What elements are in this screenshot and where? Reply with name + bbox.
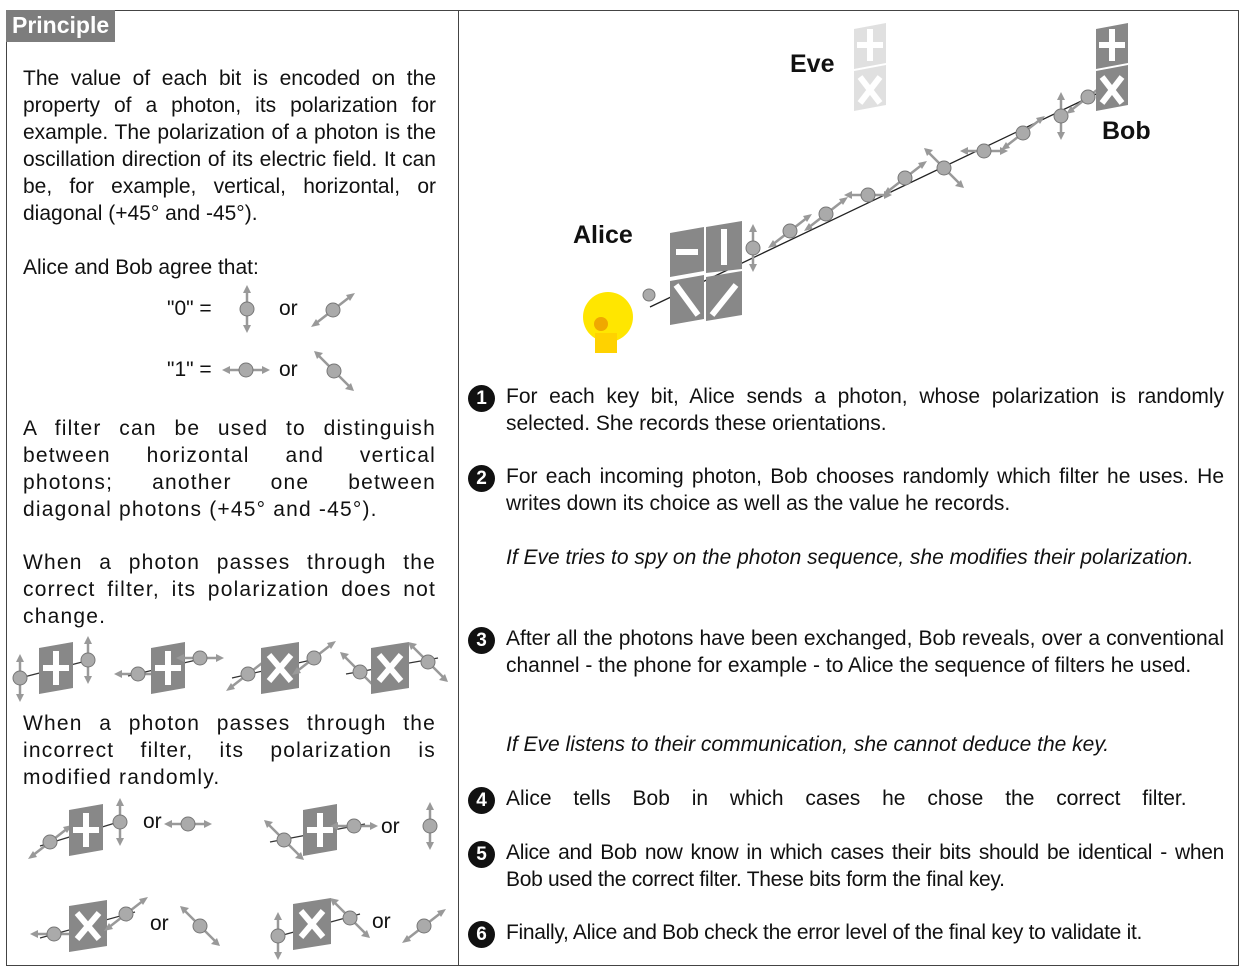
correct-example-vertical [11,634,97,704]
agree-text: Alice and Bob agree that: [23,256,259,279]
intro-text: The value of each bit is encoded on the … [23,67,436,225]
step-text-4: Alice tells Bob in which cases he chose … [506,787,1187,810]
correct-text: When a photon passes through the correct… [23,551,436,628]
eve-listen-note: If Eve listens to their communication, s… [468,731,1224,758]
or-label-1: or [279,297,298,320]
or-label-5: or [150,912,169,935]
step-number-3: 3 [468,627,495,654]
step-text-5: Alice and Bob now know in which cases th… [506,841,1224,891]
step-text-3: After all the photons have been exchange… [506,627,1224,677]
step-number-5: 5 [468,841,495,868]
incorrect-text: When a photon passes through the incorre… [23,712,436,789]
correct-example-diagonal [224,641,338,694]
step-1: 1 For each key bit, Alice sends a photon… [468,383,1224,437]
or-label-4: or [381,815,400,838]
step-number-2: 2 [468,465,495,492]
alice-label: Alice [573,221,633,249]
filter-text: A filter can be used to distinguish betw… [23,417,436,521]
zero-label: "0" = [167,297,212,320]
bob-filters-icon [1096,23,1128,111]
or-label-6: or [372,910,391,933]
bob-label: Bob [1102,117,1151,145]
horizontal-photon-icon [220,361,272,379]
diagonal-photon-icon [309,291,357,329]
section-title: Principle [6,10,116,42]
step-number-6: 6 [468,921,495,948]
eve-spy-note: If Eve tries to spy on the photon sequen… [468,544,1224,571]
correct-example-horizontal [112,642,226,694]
light-source-icon [583,288,656,353]
step-4: 4 Alice tells Bob in which cases he chos… [468,785,1224,814]
step-text-1: For each key bit, Alice sends a photon, … [506,385,1224,435]
or-label-3: or [143,810,162,833]
step-text-6: Finally, Alice and Bob check the error l… [506,921,1143,944]
column-divider [458,10,459,966]
step-number-4: 4 [468,787,495,814]
step-2: 2 For each incoming photon, Bob chooses … [468,463,1224,517]
step-text-2: For each incoming photon, Bob chooses ra… [506,465,1224,515]
step-5: 5 Alice and Bob now know in which cases … [468,839,1224,893]
eve-spy-text: If Eve tries to spy on the photon sequen… [506,546,1194,569]
alice-filters-icon [670,221,742,325]
incorrect-example-4 [269,898,448,962]
correct-example-antidiagonal [338,642,450,694]
photon-stream [744,78,1112,274]
or-label-2: or [279,358,298,381]
antidiagonal-photon-icon [312,349,356,393]
one-label: "1" = [167,358,212,381]
incorrect-example-3 [28,895,222,952]
step-number-1: 1 [468,385,495,412]
step-6: 6 Finally, Alice and Bob check the error… [468,919,1224,948]
incorrect-example-2 [262,800,439,862]
incorrect-example-1 [26,796,214,861]
incorrect-filter-examples [26,796,448,962]
figure-frame [6,10,1239,966]
eve-listen-text: If Eve listens to their communication, s… [506,733,1110,756]
correct-filter-examples [11,634,450,704]
vertical-photon-icon [238,283,256,335]
qkd-diagram [583,23,1128,353]
eve-label: Eve [790,50,835,78]
step-3: 3 After all the photons have been exchan… [468,625,1224,679]
eve-filters-icon [854,23,886,111]
